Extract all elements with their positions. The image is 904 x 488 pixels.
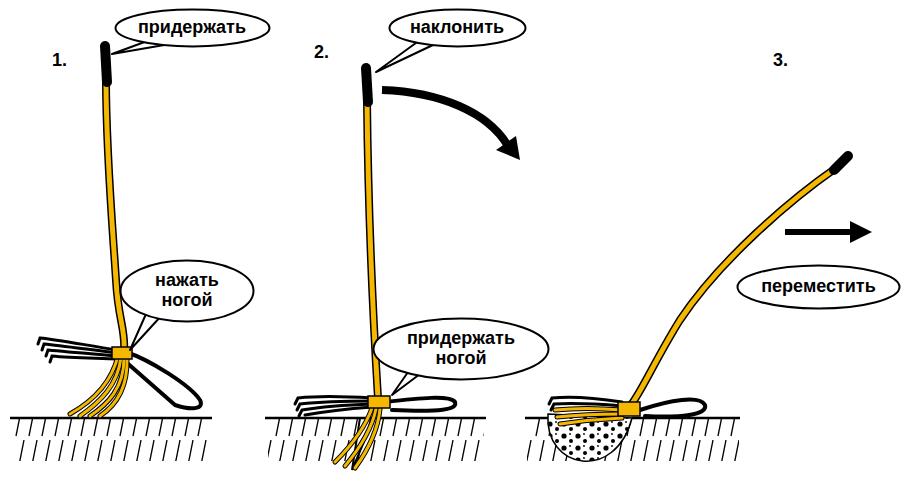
step-number: 3. — [773, 50, 788, 71]
bubble-text: придержать ногой — [399, 329, 523, 369]
bubble-text: наклонить — [410, 18, 504, 38]
ground — [525, 414, 740, 461]
speech-bubble: переместить — [736, 264, 901, 310]
tilt-arrow — [382, 90, 520, 160]
step-number: 2. — [314, 42, 329, 63]
bubble-text: переместить — [761, 277, 876, 297]
bubble-text: придержать — [138, 18, 246, 38]
step-number: 1. — [52, 50, 67, 71]
move-arrow — [785, 221, 872, 243]
speech-bubble: придержать — [114, 8, 271, 48]
fork-tool — [38, 46, 201, 416]
bubble-text: нажать ногой — [141, 271, 233, 311]
ground — [10, 418, 212, 461]
speech-bubble: наклонить — [388, 8, 527, 48]
fork-tool — [295, 68, 455, 468]
speech-bubble: нажать ногой — [119, 259, 255, 323]
speech-bubble: придержать ногой — [372, 317, 550, 381]
